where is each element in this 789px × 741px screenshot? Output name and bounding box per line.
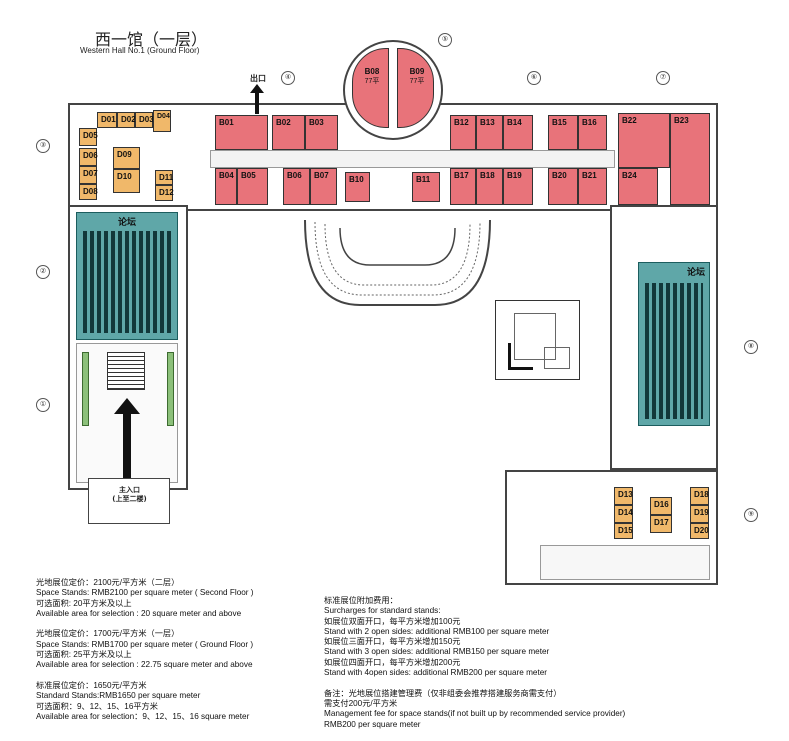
booth-d06[interactable]: D06 bbox=[79, 148, 98, 166]
pricing-left: 光地展位定价：2100元/平方米（二层） Space Stands: RMB21… bbox=[36, 578, 254, 721]
booth-d11[interactable]: D11 bbox=[155, 170, 173, 185]
booth-b02[interactable]: B02 bbox=[272, 115, 305, 150]
main-entrance-label: 主入口 (上至二楼) bbox=[112, 486, 147, 503]
booth-b24[interactable]: B24 bbox=[618, 168, 658, 205]
booth-b22[interactable]: B22 bbox=[618, 113, 670, 168]
lobby-bar-right bbox=[167, 352, 174, 426]
booth-d15[interactable]: D15 bbox=[614, 523, 633, 539]
forum-hall-left[interactable]: 论坛 bbox=[76, 212, 178, 340]
booth-d20[interactable]: D20 bbox=[690, 523, 709, 539]
booth-b19[interactable]: B19 bbox=[503, 168, 533, 205]
booth-b23[interactable]: B23 bbox=[670, 113, 710, 205]
booth-d13[interactable]: D13 bbox=[614, 487, 633, 505]
booth-b04[interactable]: B04 bbox=[215, 168, 237, 205]
marker-3: ③ bbox=[36, 139, 50, 153]
booth-d08[interactable]: D08 bbox=[79, 184, 98, 200]
booth-b06[interactable]: B06 bbox=[283, 168, 310, 205]
booth-b17[interactable]: B17 bbox=[450, 168, 476, 205]
top-corridor bbox=[210, 150, 615, 168]
marker-1: ① bbox=[36, 398, 50, 412]
marker-4: ④ bbox=[281, 71, 295, 85]
bottom-right-corridor bbox=[540, 545, 710, 580]
booth-d04[interactable]: D04 bbox=[153, 110, 171, 132]
booth-d03[interactable]: D03 bbox=[135, 112, 154, 128]
booth-b20[interactable]: B20 bbox=[548, 168, 578, 205]
booth-b13[interactable]: B13 bbox=[476, 115, 503, 150]
booth-b10[interactable]: B10 bbox=[345, 172, 370, 202]
marker-9: ⑨ bbox=[744, 508, 758, 522]
amphitheatre bbox=[304, 219, 491, 306]
map-title-en: Western Hall No.1 (Ground Floor) bbox=[80, 46, 200, 55]
booth-b07[interactable]: B07 bbox=[310, 168, 337, 205]
marker-6: ⑥ bbox=[527, 71, 541, 85]
booth-d09[interactable]: D09 bbox=[113, 147, 140, 169]
exit-arrow-icon bbox=[250, 84, 264, 114]
marker-7: ⑦ bbox=[656, 71, 670, 85]
booth-b14[interactable]: B14 bbox=[503, 115, 533, 150]
booth-d05[interactable]: D05 bbox=[79, 128, 98, 146]
booth-b18[interactable]: B18 bbox=[476, 168, 503, 205]
location-inset bbox=[495, 300, 580, 380]
booth-d02[interactable]: D02 bbox=[117, 112, 136, 128]
forum-hall-right[interactable]: 论坛 bbox=[638, 262, 710, 426]
main-entrance-arrow-icon bbox=[114, 398, 140, 482]
booth-d07[interactable]: D07 bbox=[79, 166, 98, 184]
booth-b03[interactable]: B03 bbox=[305, 115, 338, 150]
pricing-right: 标准展位附加费用： Surcharges for standard stands… bbox=[324, 596, 626, 729]
booth-d10[interactable]: D10 bbox=[113, 169, 140, 193]
booth-d12[interactable]: D12 bbox=[155, 185, 174, 201]
exit-label: 出口 bbox=[250, 74, 266, 83]
lobby-bar-left bbox=[82, 352, 89, 426]
booth-b21[interactable]: B21 bbox=[578, 168, 607, 205]
marker-2: ② bbox=[36, 265, 50, 279]
booth-d16[interactable]: D16 bbox=[650, 497, 672, 515]
booth-d14[interactable]: D14 bbox=[614, 505, 633, 523]
booth-d18[interactable]: D18 bbox=[690, 487, 709, 505]
booth-d17[interactable]: D17 bbox=[650, 515, 672, 533]
entrance-porch bbox=[88, 478, 170, 524]
booth-d19[interactable]: D19 bbox=[690, 505, 709, 523]
marker-5: ⑤ bbox=[438, 33, 452, 47]
booth-b01[interactable]: B01 bbox=[215, 115, 268, 150]
booth-b15[interactable]: B15 bbox=[548, 115, 578, 150]
booth-b16[interactable]: B16 bbox=[578, 115, 607, 150]
marker-8: ⑧ bbox=[744, 340, 758, 354]
booth-b05[interactable]: B05 bbox=[237, 168, 268, 205]
booth-b11[interactable]: B11 bbox=[412, 172, 440, 202]
booth-b12[interactable]: B12 bbox=[450, 115, 476, 150]
booth-d01[interactable]: D01 bbox=[97, 112, 117, 128]
map-title-cn: 西一馆（一层） bbox=[95, 30, 208, 49]
staircase bbox=[107, 352, 145, 390]
